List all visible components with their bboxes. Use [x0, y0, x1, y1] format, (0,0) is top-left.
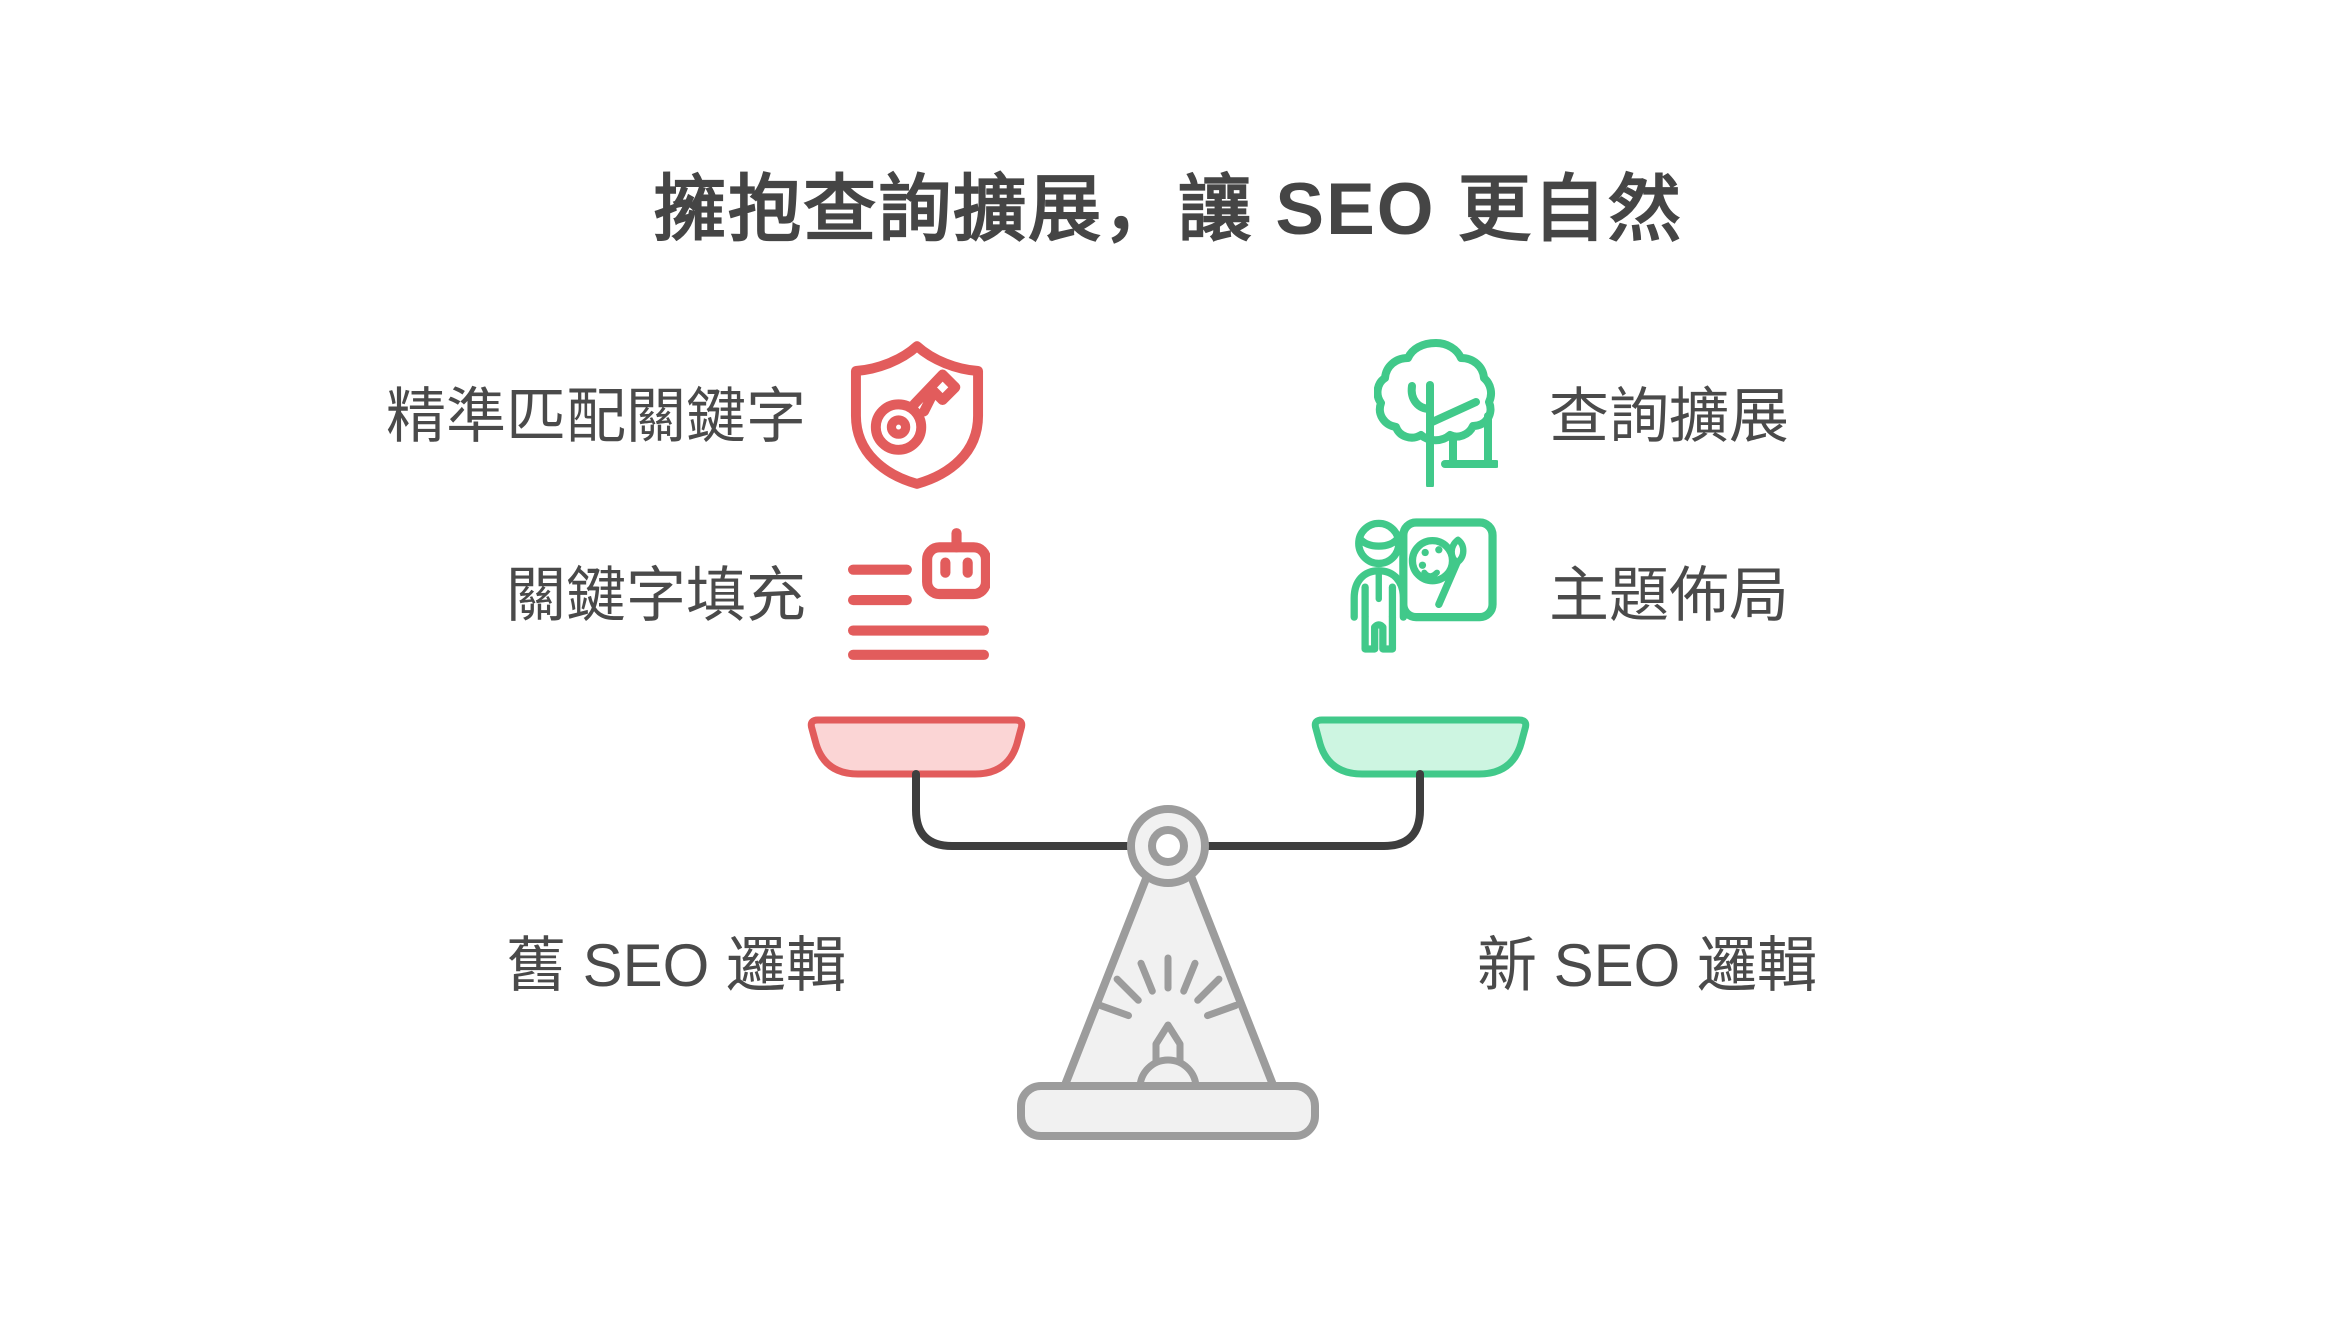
left-scale-pan — [807, 716, 1026, 778]
right-item-query-expansion-label: 查詢擴展 — [1549, 383, 1789, 450]
pivot-inner — [1148, 826, 1188, 866]
page-title: 擁抱查詢擴展，讓 SEO 更自然 — [653, 169, 1683, 250]
right-scale-pan — [1311, 716, 1530, 778]
old-seo-logic-label: 舊 SEO 邏輯 — [505, 932, 847, 999]
tree-icon — [1374, 339, 1498, 487]
lamp-dome — [1136, 1056, 1200, 1089]
right-item-topic-layout-label: 主題佈局 — [1549, 562, 1789, 629]
new-seo-logic-label: 新 SEO 邏輯 — [1476, 932, 1818, 999]
lamp-rays — [1096, 954, 1240, 1020]
left-item-keyword-stuffing-label: 關鍵字填充 — [506, 562, 806, 629]
person-palette-icon — [1350, 518, 1497, 653]
stand-base — [1017, 1082, 1319, 1140]
robot-text-lines-icon — [848, 528, 990, 660]
balance-scale-stand — [912, 770, 1424, 1140]
shield-key-icon — [850, 341, 984, 489]
left-item-exact-match-label: 精準匹配關鍵字 — [386, 383, 806, 450]
lamp-flame — [1152, 1021, 1184, 1078]
